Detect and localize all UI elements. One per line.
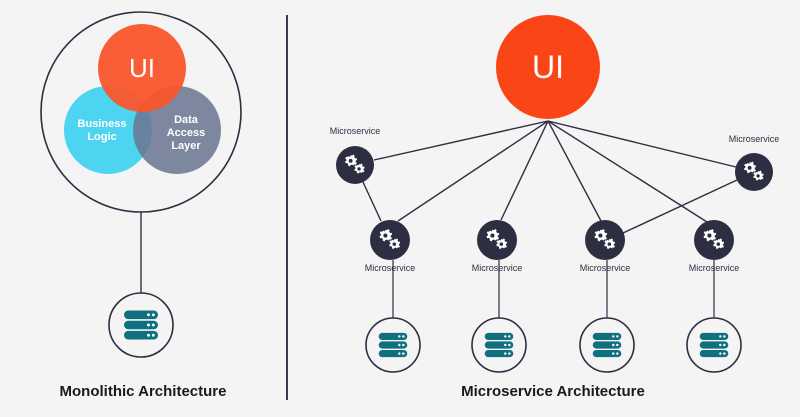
microservice-row2-3-database[interactable] bbox=[579, 317, 635, 373]
blob-data-access-layer-label-line1: Data bbox=[174, 114, 199, 126]
microservice-row2-2-node[interactable]: Microservice bbox=[472, 220, 523, 273]
microservice-row2-3-circle[interactable] bbox=[585, 220, 625, 260]
microservice-top-left-circle[interactable] bbox=[336, 146, 374, 184]
database-icon bbox=[592, 332, 622, 358]
hub-links bbox=[373, 120, 737, 223]
microservice-row2-2-label: Microservice bbox=[472, 263, 523, 273]
microservice-row2-4-circle[interactable] bbox=[694, 220, 734, 260]
microservice-row2-4-label: Microservice bbox=[689, 263, 740, 273]
microservice-row2-4-node[interactable]: Microservice bbox=[689, 220, 740, 273]
blob-data-access-layer-label: Data Access Layer bbox=[167, 114, 206, 152]
peer-link-microservice-row2-1 bbox=[362, 181, 382, 222]
hub-link-microservice-row2-1 bbox=[397, 120, 549, 222]
hub-link-microservice-top-right bbox=[547, 120, 737, 168]
hub-link-microservice-top-left bbox=[373, 120, 549, 161]
blob-data-access-layer-label-line3: Layer bbox=[171, 140, 201, 152]
database-connectors bbox=[392, 260, 715, 318]
microservice-row2-3-label: Microservice bbox=[580, 263, 631, 273]
microservice-row2-2-database[interactable] bbox=[471, 317, 527, 373]
microservice-row2-3-node[interactable]: Microservice bbox=[580, 220, 631, 273]
database-icon bbox=[124, 310, 158, 340]
blob-business-logic-label: Business Logic bbox=[78, 118, 127, 143]
blob-business-logic-label-line1: Business bbox=[78, 118, 127, 130]
blob-business-logic-label-line2: Logic bbox=[87, 131, 116, 143]
peer-link-microservice-row2-3 bbox=[622, 179, 738, 234]
microservice-top-right-label: Microservice bbox=[729, 134, 780, 144]
hub-link-microservice-row2-4 bbox=[547, 120, 708, 223]
hub-link-microservice-row2-3 bbox=[547, 120, 602, 222]
microservice-row2-1-database[interactable] bbox=[365, 317, 421, 373]
microservice-top-right-circle[interactable] bbox=[735, 153, 773, 191]
microservice-row2-1-label: Microservice bbox=[365, 263, 416, 273]
microservice-top-left-label: Microservice bbox=[330, 126, 381, 136]
database-icon bbox=[378, 332, 408, 358]
monolithic-title: Monolithic Architecture bbox=[60, 383, 227, 400]
ui-hub-node[interactable]: UI bbox=[496, 15, 600, 119]
monolithic-panel: UI Business Logic Data Access Layer Mono… bbox=[40, 11, 242, 400]
blob-ui-label: UI bbox=[129, 53, 155, 83]
ui-hub-label: UI bbox=[532, 49, 564, 85]
microservice-top-right-node[interactable]: Microservice bbox=[729, 134, 780, 191]
hub-link-microservice-row2-2 bbox=[500, 120, 549, 221]
microservice-row2-1-node[interactable]: Microservice bbox=[365, 220, 416, 273]
microservice-title: Microservice Architecture bbox=[461, 383, 645, 400]
microservice-row2-1-circle[interactable] bbox=[370, 220, 410, 260]
microservice-top-left-node[interactable]: Microservice bbox=[330, 126, 381, 184]
monolith-database[interactable] bbox=[108, 292, 174, 358]
microservice-row2-2-circle[interactable] bbox=[477, 220, 517, 260]
monolith-blobs bbox=[64, 24, 221, 174]
blob-ui[interactable] bbox=[98, 24, 186, 112]
database-icon bbox=[699, 332, 729, 358]
peer-links bbox=[362, 179, 738, 234]
microservice-row2-4-database[interactable] bbox=[686, 317, 742, 373]
blob-data-access-layer-label-line2: Access bbox=[167, 127, 206, 139]
database-icon bbox=[484, 332, 514, 358]
